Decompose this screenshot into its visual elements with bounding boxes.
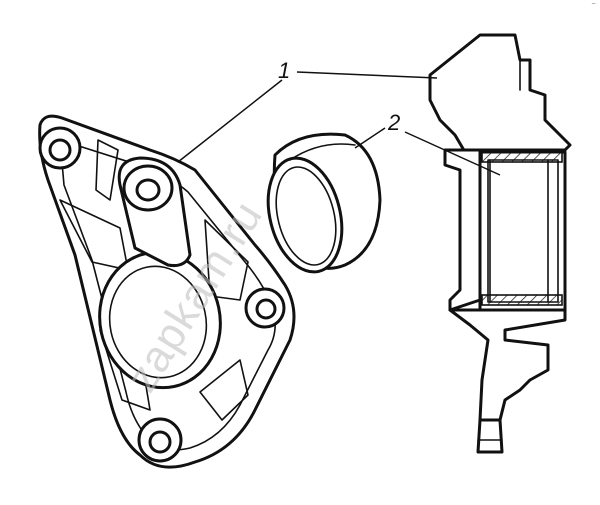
cover-section-part bbox=[428, 33, 572, 454]
callout-2: 2 bbox=[387, 110, 400, 135]
leader-1-to-section bbox=[296, 71, 438, 79]
leader-2-to-section bbox=[404, 131, 501, 176]
corner-mark: ⁻ bbox=[591, 0, 596, 10]
leader-lines bbox=[177, 71, 501, 176]
bushing-part bbox=[266, 132, 382, 274]
cover-part bbox=[38, 114, 296, 469]
callout-1: 1 bbox=[278, 58, 290, 83]
leader-1-to-cover bbox=[177, 79, 283, 163]
leader-2-to-bushing bbox=[354, 127, 386, 149]
